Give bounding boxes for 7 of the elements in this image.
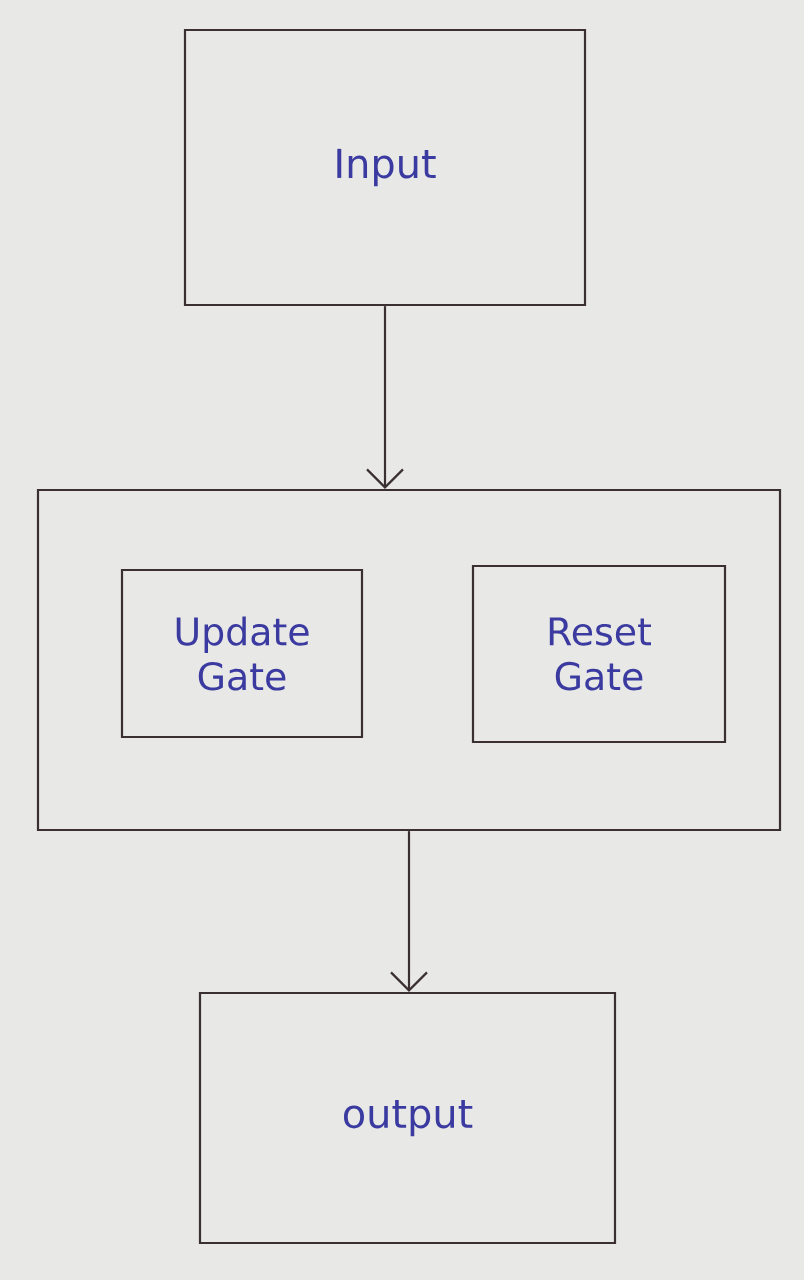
process-box: output <box>198 991 617 1245</box>
arrow <box>390 831 428 992</box>
container-box <box>36 488 782 832</box>
gate-box: Update Gate <box>120 568 364 739</box>
arrow <box>366 306 404 489</box>
process-box: Input <box>183 28 587 307</box>
gate-box: Reset Gate <box>471 564 727 744</box>
